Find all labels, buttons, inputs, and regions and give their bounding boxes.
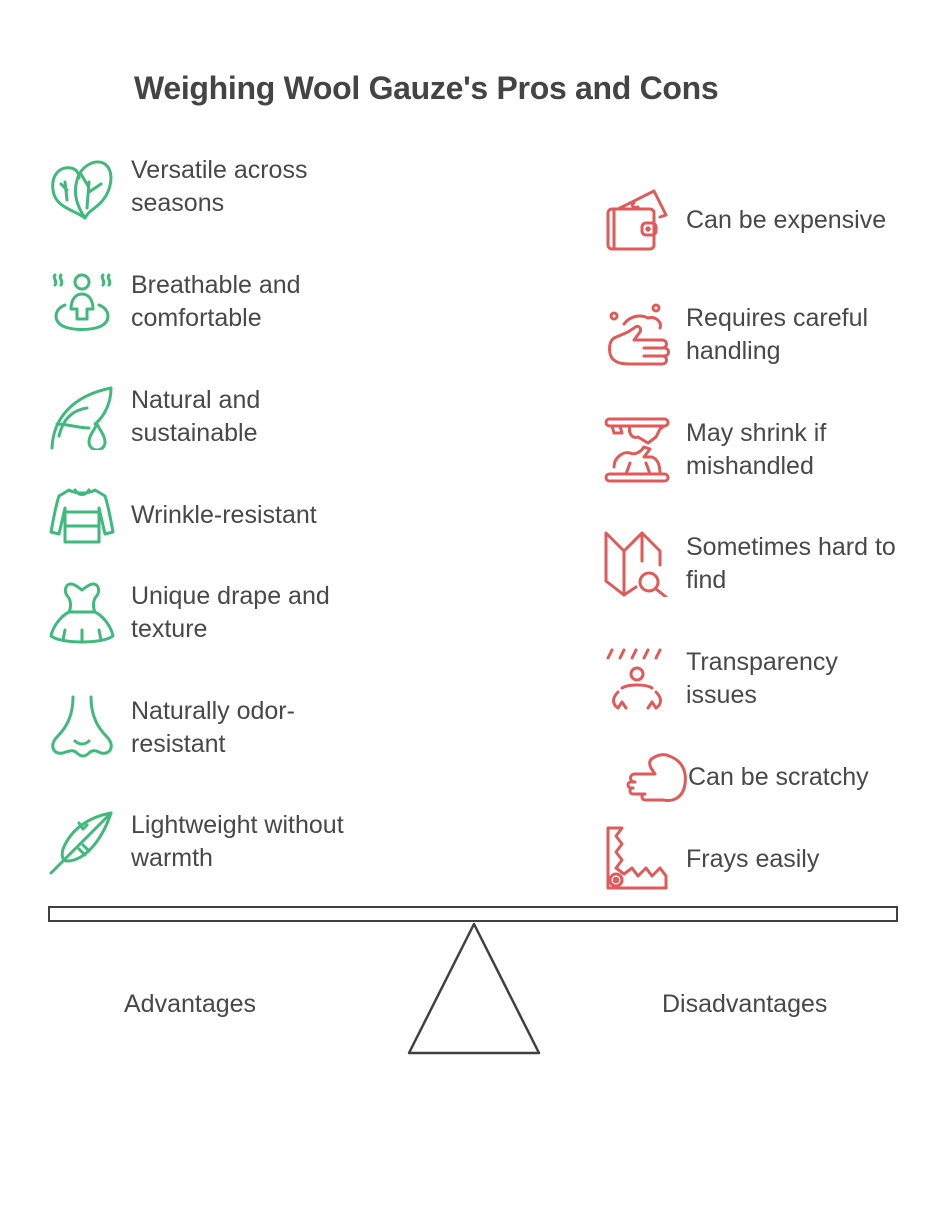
fulcrum-triangle: [407, 922, 541, 1055]
washing-hands-icon: [602, 300, 672, 370]
pro-item: Versatile across seasons: [47, 152, 351, 222]
con-item: Requires careful handling: [602, 300, 896, 370]
pro-item: Natural and sustainable: [47, 382, 351, 452]
con-label: Can be expensive: [686, 205, 887, 234]
person-rain-icon: [602, 644, 672, 714]
wallet-money-icon: [602, 185, 672, 255]
feather-icon: [47, 807, 117, 877]
leaves-icon: [47, 152, 117, 222]
con-item: Frays easily: [602, 824, 896, 894]
balance-beam: [48, 906, 898, 922]
disadvantages-label: Disadvantages: [662, 990, 828, 1018]
con-item: Sometimes hard to find: [602, 529, 896, 599]
pro-item: Wrinkle-resistant: [47, 480, 351, 550]
advantages-label: Advantages: [124, 990, 257, 1018]
page-title: Weighing Wool Gauze's Pros and Cons: [134, 70, 719, 106]
map-search-icon: [602, 529, 672, 599]
person-breathing-icon: [47, 267, 117, 337]
con-label: Frays easily: [686, 844, 820, 873]
con-item: May shrink if mishandled: [602, 415, 896, 485]
nose-icon: [47, 693, 117, 763]
con-label: Sometimes hard to find: [686, 533, 896, 594]
pro-item: Lightweight without warmth: [47, 807, 351, 877]
dress-icon: [47, 578, 117, 648]
con-label: Transparency issues: [686, 648, 838, 709]
con-label: Can be scratchy: [688, 762, 869, 791]
con-item: Can be expensive: [602, 185, 896, 255]
pro-label: Naturally odor-resistant: [131, 697, 295, 758]
con-item: Transparency issues: [602, 644, 896, 714]
shirt-icon: [47, 480, 117, 550]
pro-label: Unique drape and texture: [131, 582, 330, 643]
press-shrink-icon: [602, 415, 672, 485]
trap-jaw-icon: [602, 824, 672, 894]
pro-item: Unique drape and texture: [47, 578, 351, 648]
pro-item: Breathable and comfortable: [47, 267, 351, 337]
hand-point-icon: [620, 742, 688, 812]
con-item: Can be scratchy: [620, 742, 898, 812]
con-label: Requires careful handling: [686, 304, 869, 365]
pro-label: Versatile across seasons: [131, 156, 308, 217]
pro-item: Naturally odor-resistant: [47, 693, 351, 763]
leaf-drop-icon: [47, 382, 117, 452]
con-label: May shrink if mishandled: [686, 419, 827, 480]
pro-label: Breathable and comfortable: [131, 271, 301, 332]
pro-label: Wrinkle-resistant: [131, 500, 317, 529]
pro-label: Lightweight without warmth: [131, 811, 344, 872]
pro-label: Natural and sustainable: [131, 386, 261, 447]
